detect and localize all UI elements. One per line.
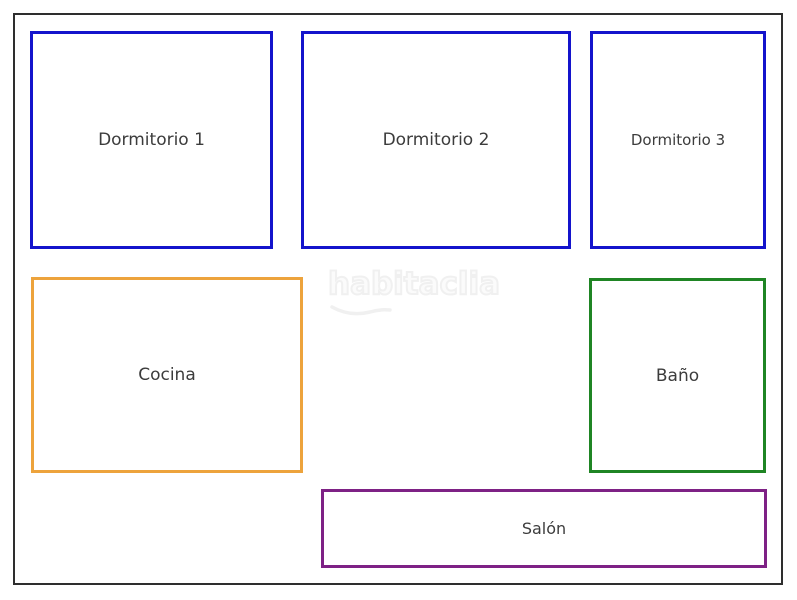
room-label-salon: Salón [521, 519, 567, 538]
room-label-dormitorio-1: Dormitorio 1 [98, 130, 205, 150]
room-label-bano: Baño [655, 365, 700, 386]
room-label-dormitorio-2: Dormitorio 2 [382, 130, 490, 150]
room-label-cocina: Cocina [138, 365, 196, 385]
room-dormitorio-1: Dormitorio 1 [30, 31, 273, 249]
room-label-dormitorio-3: Dormitorio 3 [630, 131, 726, 149]
room-dormitorio-3: Dormitorio 3 [590, 31, 766, 249]
room-cocina: Cocina [31, 277, 303, 473]
room-bano: Baño [589, 278, 766, 473]
room-dormitorio-2: Dormitorio 2 [301, 31, 571, 249]
room-salon: Salón [321, 489, 767, 568]
